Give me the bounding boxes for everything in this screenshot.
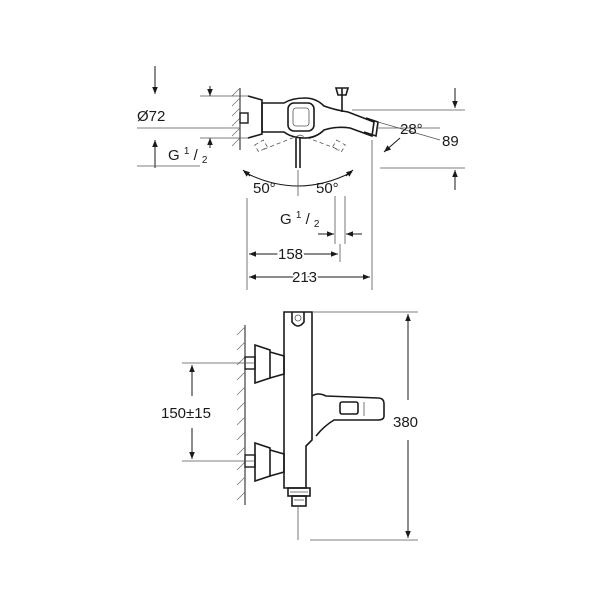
wall-connector-top [239, 95, 263, 139]
angle-left-label: 50° [253, 180, 276, 197]
thread-bottom-num: 1 [296, 210, 302, 221]
spout-angle-label: 28° [400, 121, 423, 138]
thread-left-slash: / [194, 147, 199, 164]
lever-angle-dimension: 50° 50° [242, 169, 354, 197]
thread-left-num: 1 [184, 146, 190, 157]
mixer-body-front [283, 311, 385, 507]
svg-text:G 1 /: G 1 / 2 [168, 141, 208, 166]
wall-front [236, 325, 246, 505]
thread-bottom-den: 2 [314, 219, 320, 230]
thread-bottom-slash: / [306, 211, 311, 228]
upper-connector [244, 343, 285, 385]
wall-top [231, 87, 241, 150]
diameter-dimension: Ø72 [137, 66, 248, 168]
thread-left-prefix: G [168, 147, 184, 164]
thread-bottom-prefix: G [280, 211, 296, 228]
mixer-body-top [254, 87, 379, 168]
center-distance-label: 150±15 [161, 405, 211, 422]
spout-angle-dimension: 28° [376, 121, 441, 153]
height-380-dimension: 380 [297, 311, 420, 541]
height-89-dimension: 89 [352, 88, 465, 190]
top-view: Ø72 G 1 / 2 50° 50° 28° [137, 66, 465, 290]
thread-label-left: G 1 / 2 [168, 141, 208, 166]
angle-right-label: 50° [316, 180, 339, 197]
height-89-label: 89 [442, 133, 459, 150]
svg-text:G 1 /: G 1 / 2 [280, 205, 320, 230]
length-dimensions: 158 213 [246, 140, 373, 290]
height-380-label: 380 [393, 414, 418, 431]
length-158-label: 158 [278, 246, 303, 263]
thread-label-bottom: G 1 / 2 [280, 196, 362, 244]
thread-left-den: 2 [202, 155, 208, 166]
length-213-label: 213 [292, 269, 317, 286]
lower-connector [244, 441, 285, 483]
diameter-label: Ø72 [137, 108, 165, 125]
center-distance-dimension: 150±15 [161, 362, 255, 462]
front-view: 150±15 380 [161, 311, 420, 541]
